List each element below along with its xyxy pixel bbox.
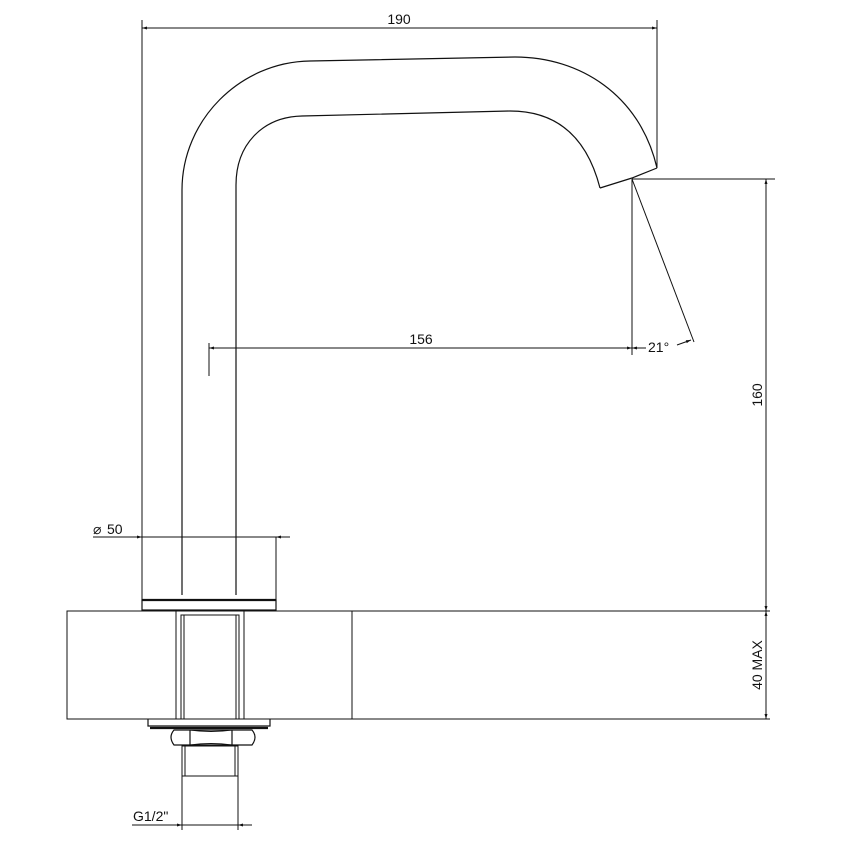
dimension-base-diameter: ⌀ 50 bbox=[93, 521, 290, 539]
overall-width-label: 190 bbox=[387, 11, 411, 27]
spout-angle-label: 21° bbox=[648, 339, 669, 355]
spout-outer-edge bbox=[181, 56, 658, 595]
base-diameter-label: 50 bbox=[107, 521, 123, 537]
spout-body bbox=[141, 56, 658, 611]
hex-nut bbox=[170, 729, 256, 746]
countertop-section bbox=[66, 610, 770, 720]
counter-thickness-label: 40 MAX bbox=[749, 639, 765, 689]
fixing-assembly bbox=[147, 719, 271, 777]
dimension-overall-width: 190 bbox=[141, 11, 658, 595]
mounting-tube bbox=[175, 610, 245, 720]
spout-reach-label: 156 bbox=[409, 331, 433, 347]
dimension-thread: G1/2" bbox=[132, 776, 252, 830]
spout-height-label: 160 bbox=[749, 383, 765, 407]
base-flange bbox=[141, 599, 277, 611]
spout-outlet bbox=[599, 167, 658, 189]
spout-inner-edge bbox=[235, 110, 601, 595]
washer bbox=[147, 719, 271, 727]
dimension-counter-thickness: 40 MAX bbox=[749, 611, 768, 719]
thread-size-label: G1/2" bbox=[133, 808, 168, 824]
dimension-spout-reach: 156 bbox=[208, 179, 633, 376]
dimension-spout-height: 160 bbox=[632, 178, 775, 611]
diameter-symbol: ⌀ bbox=[93, 521, 101, 537]
threaded-connector bbox=[181, 745, 239, 777]
dimension-spout-angle: 21° bbox=[631, 178, 695, 355]
